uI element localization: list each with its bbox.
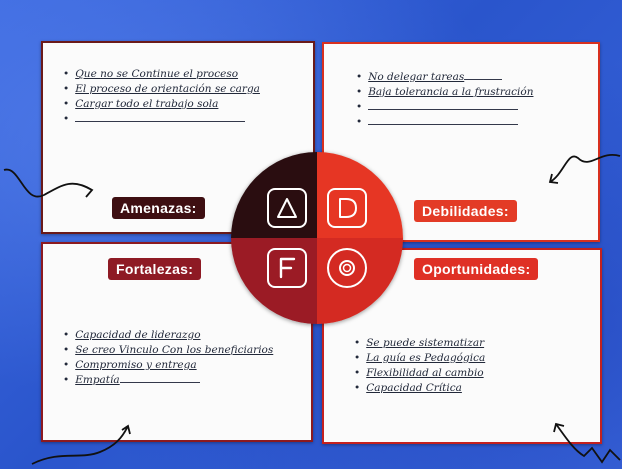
curved-arrow-icon xyxy=(31,424,131,465)
amenazas-list: Que no se Continue el proceso El proceso… xyxy=(63,67,260,127)
list-item: El proceso de orientación se carga xyxy=(63,82,260,97)
quadrant-amenazas xyxy=(231,152,317,238)
list-item: Cargar todo el trabajo sola xyxy=(63,97,260,112)
debilidades-label: Debilidades: xyxy=(414,200,517,222)
amenazas-label: Amenazas: xyxy=(112,197,205,219)
list-item: Empatía xyxy=(63,373,273,388)
blank-list-item xyxy=(356,100,533,115)
list-item: Que no se Continue el proceso xyxy=(63,67,260,82)
oportunidades-list: Se puede sistematizar La guía es Pedagóg… xyxy=(354,336,485,396)
dafo-circle xyxy=(231,152,403,324)
fortalezas-label: Fortalezas: xyxy=(108,258,202,280)
letter-d-icon xyxy=(327,188,367,228)
list-item: Se creo Vinculo Con los beneficiarios xyxy=(63,343,273,358)
blank-list-item xyxy=(63,112,260,127)
list-item: Capacidad Crítica xyxy=(354,381,485,396)
debilidades-list: No delegar tareas Baja tolerancia a la f… xyxy=(356,70,533,130)
list-item: La guía es Pedagógica xyxy=(354,351,485,366)
list-item: Flexibilidad al cambio xyxy=(354,366,485,381)
list-item: Se puede sistematizar xyxy=(354,336,485,351)
letter-a-icon xyxy=(267,188,307,228)
quadrant-oportunidades xyxy=(317,238,403,324)
amenazas-card: Que no se Continue el proceso El proceso… xyxy=(41,41,315,234)
oportunidades-label: Oportunidades: xyxy=(414,258,539,280)
list-item: Compromiso y entrega xyxy=(63,358,273,373)
curved-arrow-icon xyxy=(548,153,621,184)
quadrant-debilidades xyxy=(317,152,403,238)
list-item: Baja tolerancia a la frustración xyxy=(356,85,533,100)
letter-o-icon xyxy=(327,248,367,288)
quadrant-fortalezas xyxy=(231,238,317,324)
list-item: No delegar tareas xyxy=(356,70,533,85)
fortalezas-list: Capacidad de liderazgo Se creo Vinculo C… xyxy=(63,328,273,388)
curved-arrow-icon xyxy=(553,422,621,464)
blank-list-item xyxy=(356,115,533,130)
curved-arrow-icon xyxy=(3,168,94,198)
list-item: Capacidad de liderazgo xyxy=(63,328,273,343)
letter-f-icon xyxy=(267,248,307,288)
